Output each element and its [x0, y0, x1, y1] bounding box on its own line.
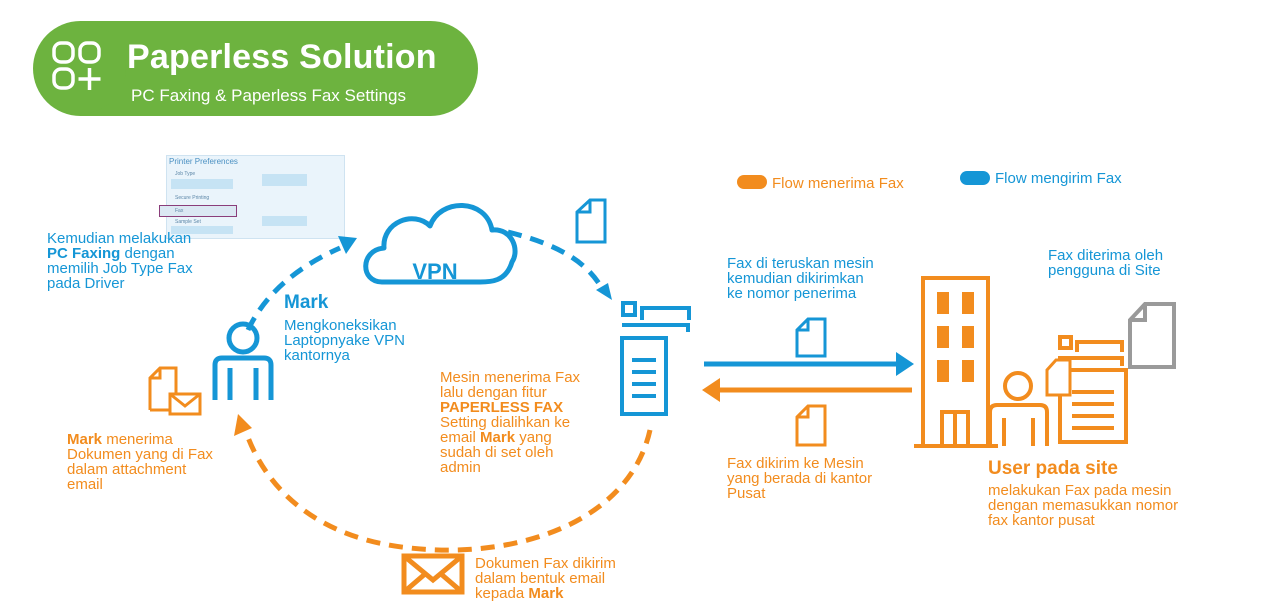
- document-icon-orange-mid: [795, 404, 827, 447]
- cloud-icon: [363, 203, 518, 285]
- mark-connect-note: Mengkoneksikan Laptopnyake VPN kantornya: [284, 317, 405, 364]
- user-site-title: User pada site: [988, 458, 1118, 479]
- printer-preferences-panel: Printer Preferences Job Type Secure Prin…: [159, 155, 345, 239]
- building-icon: [914, 276, 998, 448]
- arrowhead-to-mark: [234, 414, 252, 436]
- arrowhead-to-printer: [596, 283, 612, 300]
- document-icon-blue-mid: [795, 317, 827, 358]
- sample-set-field: [171, 226, 233, 234]
- vpn-label: VPN: [412, 259, 457, 284]
- person-icon-mark: [212, 321, 274, 400]
- legend-receive-swatch: [737, 175, 767, 189]
- person-icon-site-user: [988, 371, 1049, 446]
- printer-icon: [620, 301, 691, 416]
- document-icon-gray: [1128, 302, 1176, 369]
- flow-vpn-to-printer: [507, 229, 603, 287]
- legend-receive-label: Flow menerima Fax: [772, 175, 904, 192]
- document-email-icon: [148, 366, 202, 416]
- sample-set-label: Sample Set: [175, 219, 201, 225]
- arrowhead-to-vpn: [338, 236, 357, 254]
- flow-send-arrowhead: [896, 352, 914, 376]
- site-receive-note: Fax diterima oleh pengguna di Site: [1048, 247, 1164, 279]
- mark-receive-note: Mark menerima Dokumen yang di Fax dalam …: [67, 431, 213, 493]
- forward-note: Fax di teruskan mesin kemudian dikirimka…: [727, 255, 874, 302]
- printer-preferences-title: Printer Preferences: [169, 157, 238, 166]
- envelope-icon: [401, 553, 465, 595]
- pc-faxing-note: Kemudian melakukan PC Faxing dengan memi…: [47, 230, 193, 292]
- fax-option-label: Fax: [175, 208, 184, 214]
- page-subtitle: PC Faxing & Paperless Fax Settings: [131, 86, 406, 105]
- email-note: Dokumen Fax dikirim dalam bentuk email k…: [475, 555, 616, 602]
- document-icon-top: [575, 198, 607, 244]
- sent-note: Fax dikirim ke Mesin yang berada di kant…: [727, 455, 873, 502]
- fax-option-highlight: [159, 205, 237, 217]
- pref-field-right-bottom: [262, 216, 307, 226]
- machine-receive-note: Mesin menerima Fax lalu dengan fitur PAP…: [440, 369, 581, 476]
- page-title: Paperless Solution: [127, 38, 437, 76]
- document-icon-site-orange: [1045, 358, 1072, 397]
- job-type-label: Job Type: [175, 171, 196, 177]
- user-site-note: melakukan Fax pada mesin dengan memasukk…: [988, 482, 1179, 529]
- flow-mark-to-vpn: [245, 245, 342, 332]
- pref-field-right-top: [262, 174, 307, 186]
- legend-send-swatch: [960, 171, 990, 185]
- legend-send-label: Flow mengirim Fax: [995, 170, 1122, 187]
- secure-printing-label: Secure Printing: [175, 195, 210, 201]
- printer-icon-site: [1058, 335, 1128, 444]
- mark-name: Mark: [284, 292, 329, 313]
- flow-receive-arrowhead: [702, 378, 720, 402]
- flow-printer-to-mark: [243, 429, 653, 553]
- job-type-field: [171, 179, 233, 189]
